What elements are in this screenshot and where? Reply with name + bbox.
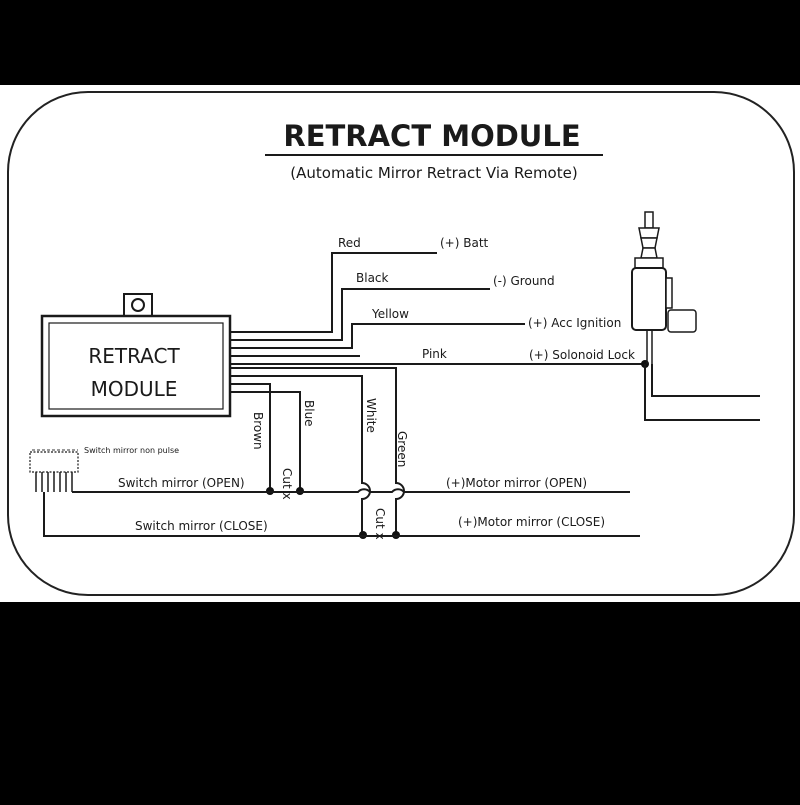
wire-label-green: Green: [395, 431, 409, 467]
terminal-ground: (-) Ground: [493, 274, 555, 288]
retract-module-inner: [48, 322, 224, 410]
terminal-batt: (+) Batt: [440, 236, 489, 250]
cut-label-close: Cut x: [373, 508, 387, 540]
solenoid-wire-b: [651, 364, 760, 397]
wire-label-pink: Pink: [422, 347, 447, 361]
diagram-frame: [7, 91, 795, 596]
line-switch-close: [43, 492, 640, 537]
diagram-title: RETRACT MODULE: [283, 119, 580, 153]
solenoid-actuator: [631, 211, 697, 364]
terminal-switch-open: Switch mirror (OPEN): [118, 476, 245, 490]
terminal-switch-close: Switch mirror (CLOSE): [135, 519, 268, 533]
wire-green: [230, 367, 405, 534]
wire-label-brown: Brown: [251, 412, 265, 450]
terminal-motor-close: (+)Motor mirror (CLOSE): [458, 515, 605, 529]
wire-label-blue: Blue: [302, 400, 316, 427]
terminal-solenoid: (+) Solonoid Lock: [529, 348, 635, 362]
line-switch-open: [72, 488, 630, 493]
solenoid-wire-a: [644, 364, 760, 421]
switch-label: Switch mirror non pulse: [84, 446, 179, 455]
switch-mirror-component: [29, 449, 79, 492]
module-label-line1: RETRACT: [88, 344, 180, 368]
wire-blue: [230, 391, 301, 490]
wire-red: [230, 252, 437, 333]
wire-label-yellow: Yellow: [371, 307, 409, 321]
wire-yellow: [230, 323, 525, 349]
wire-brown: [230, 383, 271, 490]
module-label-line2: MODULE: [91, 377, 178, 401]
terminal-motor-open: (+)Motor mirror (OPEN): [446, 476, 587, 490]
module-button: [131, 298, 145, 312]
cut-label-open: Cut x: [280, 468, 294, 500]
wire-black: [230, 288, 490, 341]
wire-label-black: Black: [356, 271, 389, 285]
terminal-acc: (+) Acc Ignition: [528, 316, 621, 330]
diagram-subtitle: (Automatic Mirror Retract Via Remote): [290, 164, 577, 182]
wire-label-red: Red: [338, 236, 361, 250]
wire-label-white: White: [364, 398, 378, 433]
wire-white: [230, 375, 371, 534]
retract-module-box: [40, 314, 232, 418]
